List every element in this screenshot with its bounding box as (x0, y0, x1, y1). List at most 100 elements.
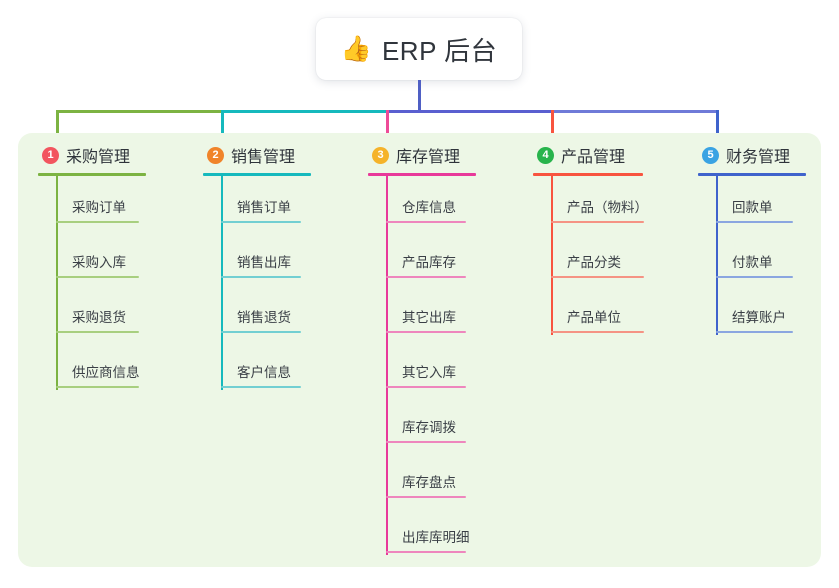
branch-item[interactable]: 结算账户 (698, 286, 808, 341)
branch-item-rule (551, 276, 644, 278)
column-header-2[interactable]: 2 销售管理 (203, 143, 315, 167)
branch-item[interactable]: 采购退货 (38, 286, 156, 341)
connector-drop-2 (221, 110, 224, 145)
branch-item-label: 采购入库 (72, 255, 126, 270)
connector-drop-1 (56, 110, 59, 145)
branch-item-label: 产品库存 (402, 255, 456, 270)
branch-item-rule (56, 331, 139, 333)
column-trunk-1 (56, 176, 58, 390)
branch-item-label: 采购订单 (72, 200, 126, 215)
column-rule-2 (203, 173, 311, 176)
branch-item-label: 回款单 (732, 200, 773, 215)
branch-item-label: 供应商信息 (72, 365, 140, 380)
branch-item[interactable]: 其它入库 (368, 341, 480, 396)
branch-item[interactable]: 其它出库 (368, 286, 480, 341)
branch-item-rule (56, 276, 139, 278)
branch-item-label: 销售退货 (237, 310, 291, 325)
branch-item-rule (551, 331, 644, 333)
branch-item[interactable]: 销售退货 (203, 286, 315, 341)
branch-item[interactable]: 回款单 (698, 176, 808, 231)
column-rule-4 (533, 173, 643, 176)
branch-item-label: 客户信息 (237, 365, 291, 380)
branch-item[interactable]: 供应商信息 (38, 341, 156, 396)
column-rule-3 (368, 173, 476, 176)
branch-item[interactable]: 产品分类 (533, 231, 651, 286)
column-trunk-5 (716, 176, 718, 335)
column-items-5: 回款单付款单结算账户 (698, 176, 808, 341)
branch-item-label: 产品（物料） (567, 200, 648, 215)
branch-item-rule (56, 221, 139, 223)
branch-item[interactable]: 库存盘点 (368, 451, 480, 506)
branch-item[interactable]: 产品库存 (368, 231, 480, 286)
branch-item-label: 销售出库 (237, 255, 291, 270)
column-items-1: 采购订单采购入库采购退货供应商信息 (38, 176, 156, 396)
branch-item[interactable]: 销售出库 (203, 231, 315, 286)
branch-item-label: 库存盘点 (402, 475, 456, 490)
column-header-5[interactable]: 5 财务管理 (698, 143, 808, 167)
branch-item[interactable]: 产品单位 (533, 286, 651, 341)
column-items-2: 销售订单销售出库销售退货客户信息 (203, 176, 315, 396)
branch-item-label: 其它入库 (402, 365, 456, 380)
branch-item-rule (221, 331, 301, 333)
column-badge-4: 4 (537, 146, 554, 164)
branch-item-label: 产品分类 (567, 255, 621, 270)
branch-item-rule (716, 276, 793, 278)
branch-item-label: 付款单 (732, 255, 773, 270)
branch-item[interactable]: 出库库明细 (368, 506, 480, 561)
connector-drop-4 (551, 110, 554, 145)
branch-item[interactable]: 销售订单 (203, 176, 315, 231)
thumbs-up-icon: 👍 (340, 34, 372, 63)
branch-column-4: 4 产品管理产品（物料） 产品分类产品单位 (533, 143, 651, 341)
connector-segment-3 (386, 110, 554, 113)
branch-column-5: 5 财务管理回款单付款单结算账户 (698, 143, 808, 341)
branch-item-label: 出库库明细 (402, 530, 470, 545)
branch-item-rule (221, 221, 301, 223)
column-badge-5: 5 (702, 146, 719, 164)
branch-item-rule (716, 221, 793, 223)
root-node-content: 👍 ERP 后台 (341, 31, 497, 68)
branch-item[interactable]: 采购订单 (38, 176, 156, 231)
column-trunk-2 (221, 176, 223, 390)
branch-item-label: 销售订单 (237, 200, 291, 215)
branch-item-label: 采购退货 (72, 310, 126, 325)
branch-item[interactable]: 产品（物料） (533, 176, 651, 231)
branch-item-label: 产品单位 (567, 310, 621, 325)
root-node-title: ERP 后台 (381, 35, 498, 66)
column-rule-1 (38, 173, 146, 176)
root-stem (418, 80, 421, 113)
column-title-1: 采购管理 (66, 149, 131, 166)
branch-item-rule (386, 386, 466, 388)
branch-item-label: 库存调拨 (402, 420, 456, 435)
connector-drop-5 (716, 110, 719, 145)
branch-item[interactable]: 客户信息 (203, 341, 315, 396)
root-node[interactable]: 👍 ERP 后台 (316, 18, 522, 80)
column-trunk-3 (386, 176, 388, 555)
connector-segment-4 (551, 110, 719, 113)
branch-item[interactable]: 采购入库 (38, 231, 156, 286)
connector-segment-2 (221, 110, 389, 113)
column-header-4[interactable]: 4 产品管理 (533, 143, 651, 167)
branch-item-rule (386, 331, 466, 333)
column-title-2: 销售管理 (231, 149, 296, 166)
branches-panel (18, 133, 821, 567)
branch-item-label: 其它出库 (402, 310, 456, 325)
column-rule-5 (698, 173, 806, 176)
branch-item-rule (386, 276, 466, 278)
connector-drop-3 (386, 110, 389, 145)
branch-item-rule (386, 221, 466, 223)
branch-item-label: 结算账户 (732, 310, 786, 325)
branch-item-label: 仓库信息 (402, 200, 456, 215)
column-badge-3: 3 (372, 146, 389, 164)
column-badge-2: 2 (207, 146, 224, 164)
branch-item[interactable]: 库存调拨 (368, 396, 480, 451)
connector-segment-1 (56, 110, 224, 113)
column-title-5: 财务管理 (726, 149, 791, 166)
branch-item-rule (386, 551, 466, 553)
branch-item[interactable]: 付款单 (698, 231, 808, 286)
column-title-4: 产品管理 (561, 149, 626, 166)
branch-item[interactable]: 仓库信息 (368, 176, 480, 231)
